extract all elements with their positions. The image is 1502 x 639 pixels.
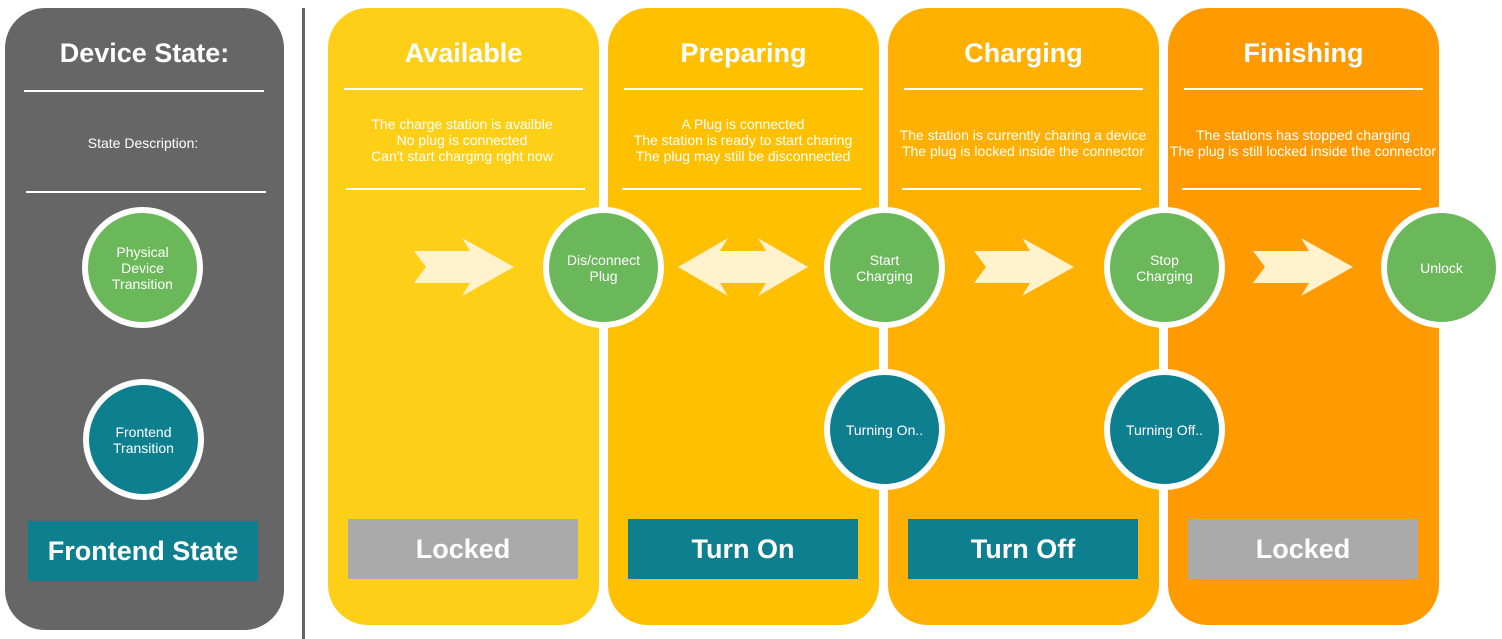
turning-off-label: Turning Off.. xyxy=(1125,421,1204,438)
legend-physical-line-2: Device xyxy=(121,259,164,276)
transition-stop-charging: Stop Charging xyxy=(1104,207,1225,328)
legend-frontend-transition-circle: Frontend Transition xyxy=(83,379,204,500)
transition-start-charging: Start Charging xyxy=(824,207,945,328)
legend-frontend-state-box: Frontend State xyxy=(28,521,258,581)
transition-disconnect-plug: Dis/connect Plug xyxy=(543,207,664,328)
stop-charging-line-1: Stop xyxy=(1150,251,1179,268)
state-title-preparing: Preparing xyxy=(680,38,807,68)
legend-divider-top xyxy=(24,90,264,92)
preparing-desc-line-2: The station is ready to start charing xyxy=(633,132,853,148)
stop-charging-line-2: Charging xyxy=(1136,267,1193,284)
disconnect-plug-line-1: Dis/connect xyxy=(566,251,641,268)
available-divider-top xyxy=(344,88,583,90)
boundary-connector-1 xyxy=(600,320,606,630)
arrow-right-icon xyxy=(414,238,514,296)
frontend-state-charging-label: Turn Off xyxy=(970,533,1076,564)
state-description-finishing: The stations has stopped charging The pl… xyxy=(1162,127,1444,159)
charging-desc-line-1: The station is currently charing a devic… xyxy=(899,127,1147,143)
available-desc-line-3: Can't start charging right now xyxy=(371,148,553,164)
preparing-divider-bottom xyxy=(622,188,861,190)
finishing-desc-line-1: The stations has stopped charging xyxy=(1195,127,1411,143)
legend-physical-line-3: Transition xyxy=(112,275,173,292)
transition-turning-on: Turning On.. xyxy=(824,369,945,490)
legend-divider-bottom xyxy=(26,191,266,193)
start-charging-line-2: Charging xyxy=(856,267,913,284)
charging-divider-top xyxy=(904,88,1143,90)
arrow-right-icon xyxy=(1253,238,1353,296)
available-divider-bottom xyxy=(346,188,585,190)
disconnect-plug-line-2: Plug xyxy=(589,267,618,284)
preparing-divider-top xyxy=(624,88,863,90)
available-desc-line-1: The charge station is availble xyxy=(371,116,553,132)
turning-on-label: Turning On.. xyxy=(845,421,924,438)
state-title-finishing: Finishing xyxy=(1243,38,1364,68)
frontend-state-available-label: Locked xyxy=(415,533,511,564)
legend-frontend-state-label: Frontend State xyxy=(47,535,239,566)
frontend-state-preparing: Turn On xyxy=(628,519,858,579)
available-desc-line-2: No plug is connected xyxy=(396,132,528,148)
frontend-state-finishing-label: Locked xyxy=(1255,533,1351,564)
frontend-state-charging: Turn Off xyxy=(908,519,1138,579)
legend-title: Device State: xyxy=(59,38,230,68)
state-description-charging: The station is currently charing a devic… xyxy=(888,127,1158,159)
charging-divider-bottom xyxy=(902,188,1141,190)
preparing-desc-line-3: The plug may still be disconnected xyxy=(635,148,851,164)
legend-physical-line-1: Physical xyxy=(116,243,169,260)
legend-description-label: State Description: xyxy=(87,135,199,151)
preparing-desc-line-1: A Plug is connected xyxy=(681,116,805,132)
transition-turning-off: Turning Off.. xyxy=(1104,369,1225,490)
state-title-charging: Charging xyxy=(964,38,1083,68)
unlock-line-1: Unlock xyxy=(1420,259,1463,276)
transition-unlock: Unlock xyxy=(1381,207,1502,328)
start-charging-line-1: Start xyxy=(869,251,900,268)
legend-physical-transition-circle: Physical Device Transition xyxy=(82,207,203,328)
state-description-preparing: A Plug is connected The station is ready… xyxy=(608,116,878,164)
legend-separator xyxy=(302,8,305,639)
finishing-divider-bottom xyxy=(1182,188,1421,190)
legend-frontend-line-1: Frontend xyxy=(115,423,172,440)
state-description-available: The charge station is availble No plug i… xyxy=(328,116,596,164)
arrow-bidirectional-icon xyxy=(678,238,808,296)
finishing-divider-top xyxy=(1184,88,1423,90)
finishing-desc-line-2: The plug is still locked inside the conn… xyxy=(1169,143,1437,159)
state-title-available: Available xyxy=(404,38,523,68)
frontend-state-available: Locked xyxy=(348,519,578,579)
legend-frontend-line-2: Transition xyxy=(113,439,174,456)
charging-desc-line-2: The plug is locked inside the connector xyxy=(901,143,1145,159)
frontend-state-preparing-label: Turn On xyxy=(691,533,795,564)
frontend-state-finishing: Locked xyxy=(1188,519,1418,579)
arrow-right-icon xyxy=(974,238,1074,296)
